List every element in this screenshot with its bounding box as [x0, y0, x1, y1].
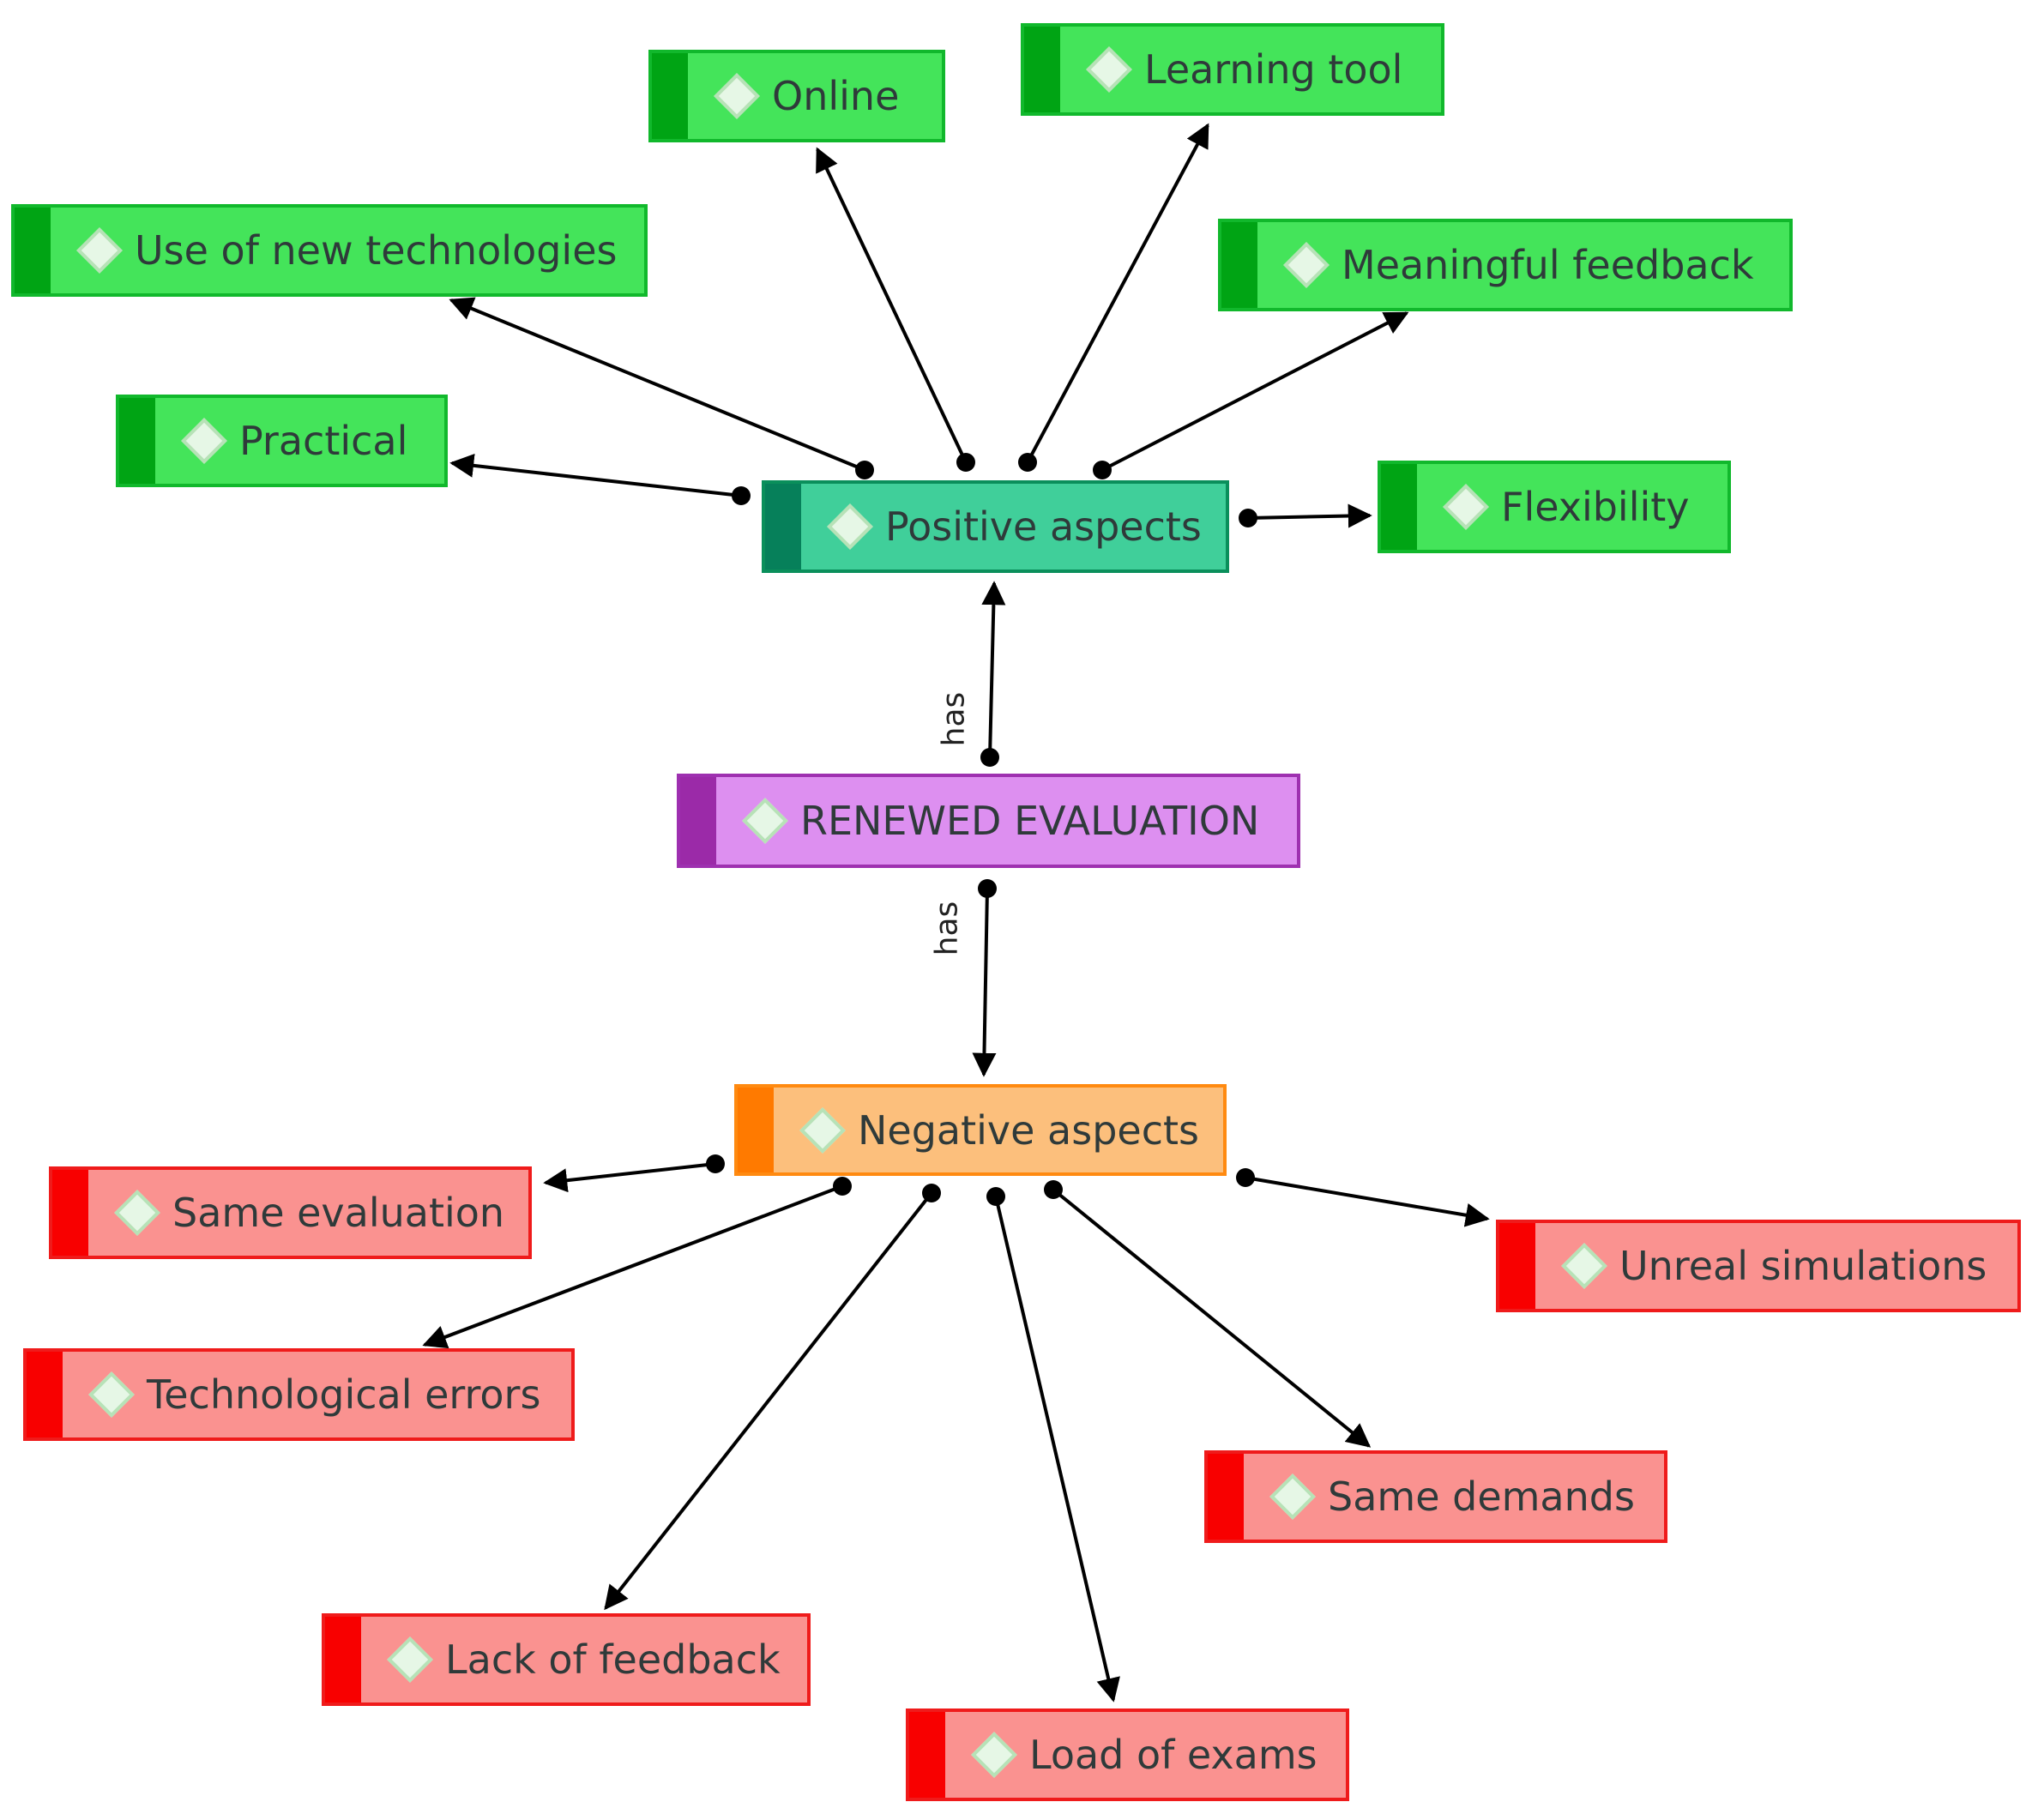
link-negative-same-demands [1052, 1188, 1372, 1448]
node-stripe [652, 53, 688, 139]
link-dot [1236, 1168, 1255, 1187]
node-practical[interactable]: Practical [116, 395, 448, 487]
diamond-icon [1269, 1473, 1316, 1520]
node-stripe [765, 484, 801, 570]
link-dot [732, 486, 751, 505]
link-dot [980, 748, 999, 767]
node-flexibility[interactable]: Flexibility [1378, 461, 1731, 553]
link-dot [1044, 1180, 1063, 1199]
link-negative-load-of-exams [994, 1196, 1120, 1702]
diamond-icon [1086, 46, 1132, 93]
node-lack-of-feedback[interactable]: Lack of feedback [322, 1613, 811, 1706]
diamond-icon [387, 1636, 433, 1683]
node-stripe [1221, 222, 1257, 308]
node-same-evaluation[interactable]: Same evaluation [49, 1166, 532, 1259]
node-label: Same demands [1328, 1473, 1635, 1520]
node-label: Technological errors [147, 1371, 541, 1418]
edge-label-has-negative: has [929, 901, 965, 956]
link-positive-use-of-new-technologies [449, 297, 865, 472]
link-dot [986, 1187, 1005, 1206]
diamond-icon [1283, 242, 1330, 288]
link-dot [956, 453, 975, 472]
diamond-icon [1561, 1243, 1607, 1289]
link-dot [1239, 509, 1257, 527]
node-stripe [119, 398, 155, 484]
node-unreal-simulations[interactable]: Unreal simulations [1496, 1220, 2021, 1312]
node-label: Meaningful feedback [1342, 242, 1754, 288]
diamond-icon [714, 73, 760, 119]
diamond-icon [827, 503, 873, 550]
node-label: Unreal simulations [1619, 1243, 1987, 1289]
node-label: Flexibility [1501, 484, 1690, 530]
diamond-icon [114, 1190, 160, 1236]
diamond-icon [799, 1106, 846, 1154]
node-load-of-exams[interactable]: Load of exams [906, 1709, 1349, 1801]
link-negative-unreal-simulations [1245, 1176, 1490, 1227]
node-stripe [325, 1617, 361, 1702]
node-stripe [27, 1352, 63, 1437]
diamond-icon [971, 1732, 1017, 1778]
node-label: Same evaluation [172, 1190, 505, 1236]
node-label: Negative aspects [858, 1106, 1200, 1154]
link-positive-practical [449, 453, 742, 497]
node-label: Load of exams [1029, 1732, 1317, 1778]
link-dot [1018, 453, 1037, 472]
node-stripe [52, 1170, 88, 1256]
link-root-negative [972, 888, 997, 1077]
node-negative-aspects[interactable]: Negative aspects [734, 1084, 1227, 1176]
diamond-icon [88, 1371, 135, 1418]
node-learning-tool[interactable]: Learning tool [1021, 23, 1444, 116]
link-dot [1093, 461, 1112, 479]
node-stripe [15, 208, 51, 293]
link-dot [855, 461, 874, 479]
link-positive-learning-tool [1026, 123, 1209, 463]
node-stripe [1499, 1223, 1535, 1309]
node-stripe [1024, 27, 1060, 112]
diamond-icon [76, 227, 123, 274]
node-label: Learning tool [1144, 46, 1403, 93]
node-online[interactable]: Online [648, 50, 945, 142]
edge-label-has-positive: has [936, 691, 972, 747]
node-stripe [738, 1088, 774, 1172]
node-meaningful-feedback[interactable]: Meaningful feedback [1218, 219, 1793, 311]
link-dot [833, 1177, 852, 1196]
link-positive-online [816, 147, 968, 463]
link-dot [978, 879, 997, 898]
node-stripe [1208, 1454, 1244, 1540]
link-positive-flexibility [1247, 503, 1372, 528]
link-positive-meaningful-feedback [1101, 311, 1409, 472]
diamond-icon [181, 418, 227, 464]
node-label: Use of new technologies [135, 227, 618, 274]
node-stripe [680, 777, 716, 865]
node-positive-aspects[interactable]: Positive aspects [762, 480, 1229, 573]
node-label: Online [772, 73, 900, 119]
node-label: RENEWED EVALUATION [800, 798, 1260, 844]
diamond-icon [742, 798, 788, 844]
link-dot [706, 1154, 725, 1173]
node-renewed-evaluation[interactable]: RENEWED EVALUATION [677, 774, 1300, 868]
diamond-icon [1443, 484, 1489, 530]
node-use-of-new-technologies[interactable]: Use of new technologies [11, 204, 648, 297]
link-dot [922, 1184, 941, 1202]
node-same-demands[interactable]: Same demands [1204, 1450, 1667, 1543]
node-stripe [1381, 464, 1417, 550]
link-negative-lack-of-feedback [604, 1191, 933, 1611]
node-label: Positive aspects [885, 503, 1202, 550]
node-technological-errors[interactable]: Technological errors [23, 1348, 575, 1441]
link-negative-technological-errors [422, 1184, 843, 1349]
node-label: Practical [239, 418, 408, 464]
link-root-positive [981, 581, 1006, 758]
node-label: Lack of feedback [445, 1636, 781, 1683]
node-stripe [909, 1712, 945, 1798]
link-negative-same-evaluation [543, 1162, 716, 1193]
